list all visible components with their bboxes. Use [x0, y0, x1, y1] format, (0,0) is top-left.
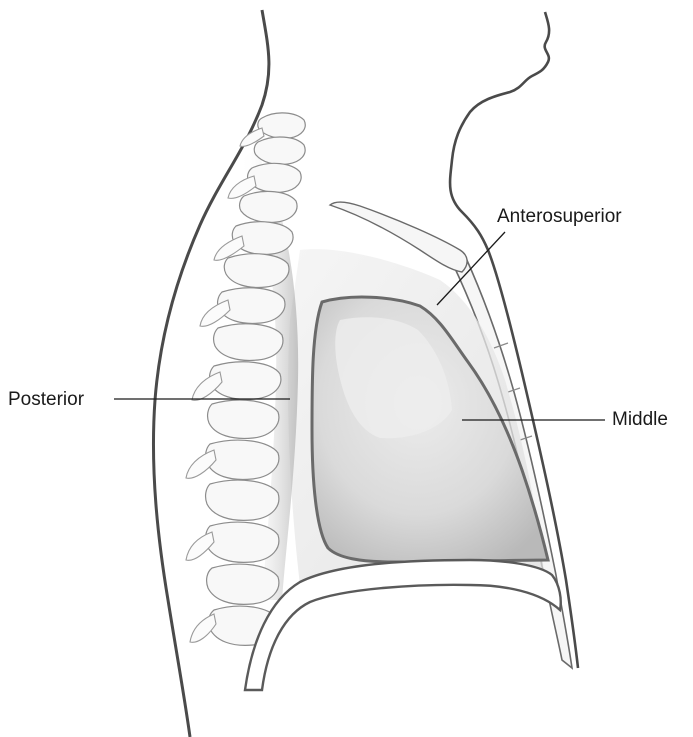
label-middle: Middle	[612, 409, 668, 430]
diaphragm	[245, 560, 561, 690]
label-anterosuperior: Anterosuperior	[497, 206, 622, 227]
label-posterior: Posterior	[8, 389, 85, 410]
